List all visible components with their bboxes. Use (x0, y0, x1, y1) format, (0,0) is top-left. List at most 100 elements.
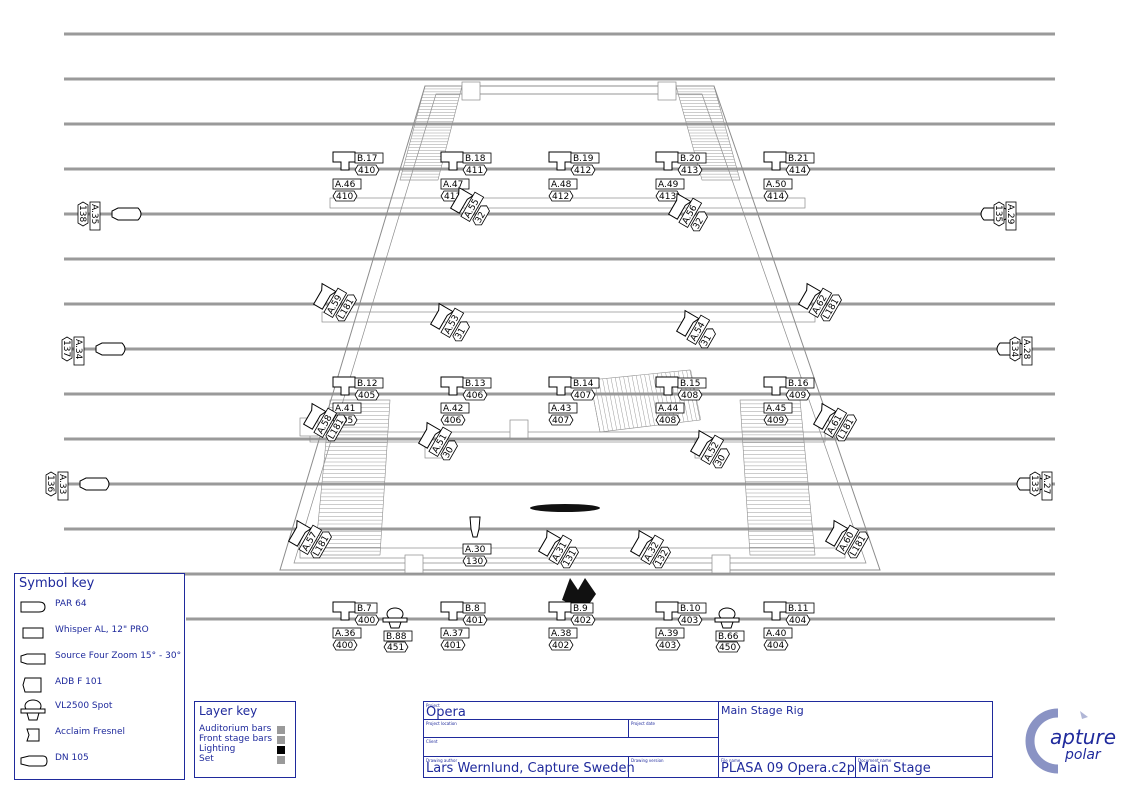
fixture-tag-box (570, 602, 594, 614)
fixture-number-box (820, 294, 842, 322)
fixture-tag-box (462, 543, 492, 555)
fixture-number-box (548, 190, 574, 202)
fixture-number-box (462, 614, 488, 626)
fixture-number: 133 (1029, 475, 1039, 492)
fixture-number-box (325, 414, 347, 442)
dn105-icon (111, 207, 142, 221)
truss-node (509, 419, 529, 439)
stair-tread (610, 377, 622, 430)
symbol-key-row: Source Four Zoom 15° - 30° (15, 648, 186, 670)
truss-node (461, 81, 481, 101)
fixture-number: 410 (358, 166, 375, 176)
fixture-number: 136 (45, 475, 55, 492)
client-cell: Client (424, 738, 719, 757)
fixture-tag: A.49 (658, 180, 679, 190)
fixture-tag: A.40 (766, 629, 787, 639)
fixture-number-box (548, 414, 574, 426)
fixture-tag-box (440, 178, 470, 190)
author-label: Drawing author (426, 758, 458, 763)
fixture-tag-box (655, 178, 685, 190)
project-date-cell: Project date (629, 720, 719, 738)
fixture-tag: A.29 (1005, 204, 1015, 225)
vl2500-icon (20, 699, 46, 721)
fixture-tag: B.21 (788, 154, 809, 164)
stair-tread (614, 377, 626, 430)
par64-icon (332, 151, 356, 171)
file-cell: File name PLASA 09 Opera.c2p (719, 757, 856, 778)
fixture-tag-box (440, 627, 470, 639)
fixture-number-box (763, 190, 789, 202)
fixture-B.13[interactable]: B.13 406 (440, 376, 492, 401)
fixture-number-box (45, 471, 57, 497)
fixture-number-box (1009, 336, 1021, 362)
fixture-tag-box (332, 178, 362, 190)
fixture-number: 406 (466, 391, 483, 401)
fixture-tag-box (440, 402, 470, 414)
fixture-tag-box (686, 314, 711, 345)
fixture-number: 402 (574, 616, 591, 626)
fixture-tag: A.28 (1021, 339, 1031, 360)
fixture-number-box (354, 164, 380, 176)
layer-swatch (277, 736, 285, 744)
truss-span-top (461, 85, 677, 95)
fixture-number-box (993, 201, 1005, 227)
fixture-number-box (61, 336, 73, 362)
fixture-number: 400 (336, 641, 353, 651)
fixture-tag: B.13 (465, 379, 486, 389)
fixture-number-box (462, 389, 488, 401)
fixture-tag-box (763, 627, 793, 639)
